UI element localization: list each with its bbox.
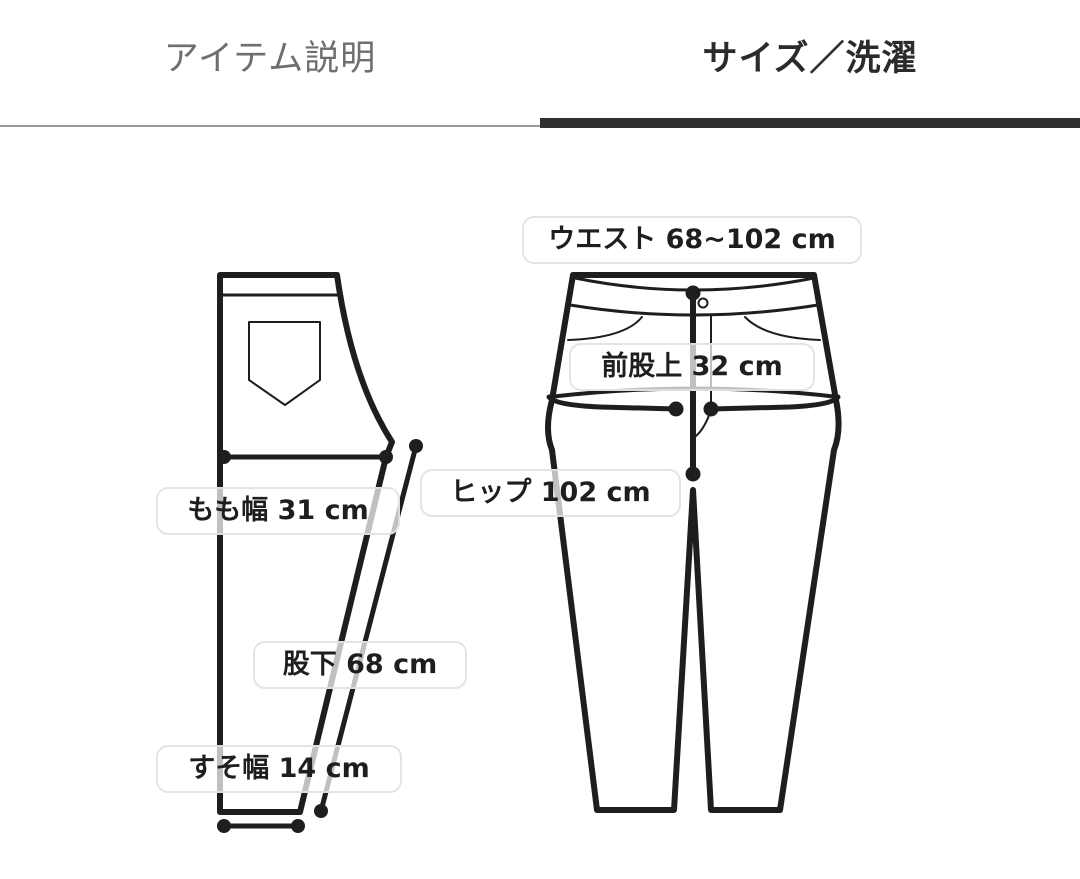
tab-item-description-label: アイテム説明 [163,39,377,79]
tab-underline-active [540,118,1080,128]
tab-underline-inactive [0,125,540,127]
tab-bar: アイテム説明 サイズ／洗濯 [0,0,1080,128]
side-measure-points-icon [217,439,423,833]
tab-item-description[interactable]: アイテム説明 [0,0,540,128]
measurement-thigh: もも幅 31 cm [156,487,400,535]
measurement-hip: ヒップ 102 cm [420,469,681,517]
measurement-inseam: 股下 68 cm [253,641,467,689]
measurement-front-rise: 前股上 32 cm [569,343,815,391]
measurement-waist: ウエスト 68~102 cm [522,216,862,264]
tab-size-washing[interactable]: サイズ／洗濯 [540,0,1080,128]
tab-size-washing-label: サイズ／洗濯 [702,39,918,79]
front-measure-points-icon [668,285,719,482]
side-view-pants-icon [217,272,419,829]
measurement-hem: すそ幅 14 cm [156,745,402,793]
